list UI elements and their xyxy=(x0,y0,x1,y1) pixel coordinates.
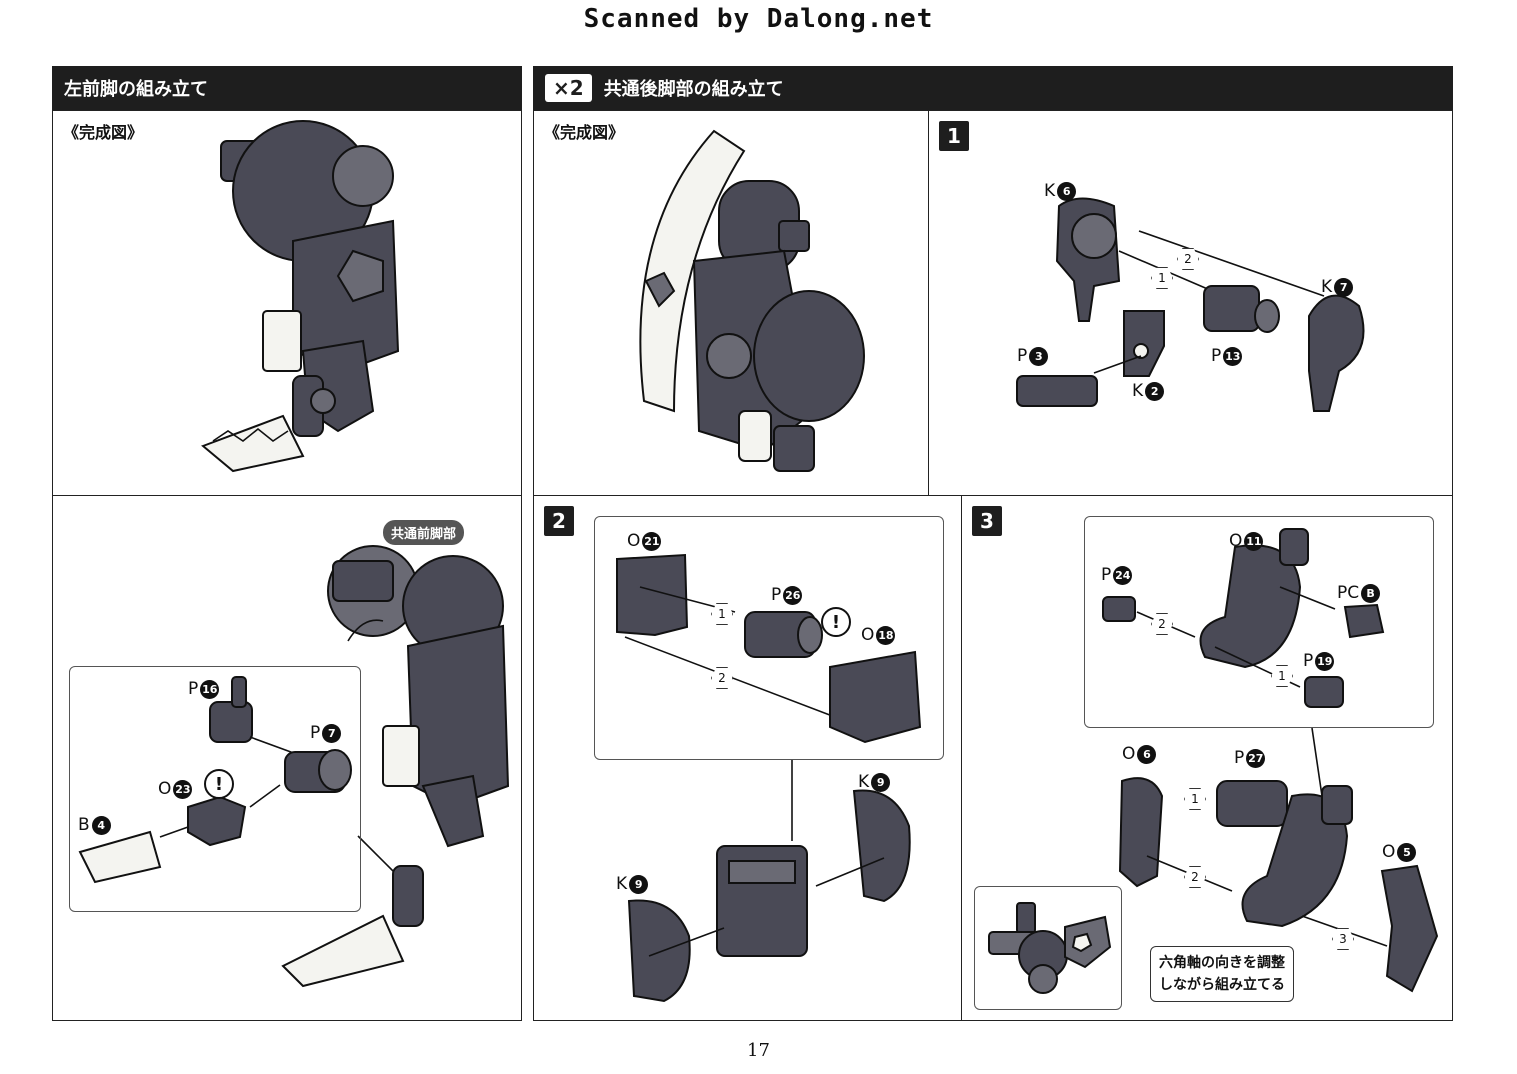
step1-illustration xyxy=(1016,197,1365,412)
step2-number: 2 xyxy=(544,506,574,536)
step3-inset-arrow-order-2: 2 xyxy=(1151,613,1173,635)
right-complete-label: 《完成図》 xyxy=(544,123,625,142)
step2-main-illustration xyxy=(627,760,911,1003)
left-section-title: 左前脚の組み立て xyxy=(64,79,208,100)
step3-inset-arrow-order-1: 1 xyxy=(1271,665,1293,687)
warning-icon: ! xyxy=(821,607,851,637)
times-two-badge: ×2 xyxy=(545,74,592,102)
left-exploded-parts-illustration xyxy=(78,676,352,884)
hex-axis-detail-illustration xyxy=(988,902,1112,994)
page-number: 17 xyxy=(747,1040,770,1061)
step3-arrow-order-1: 1 xyxy=(1184,788,1206,810)
step1-number: 1 xyxy=(939,121,969,151)
step2-inset-illustration xyxy=(616,553,922,744)
common-front-leg-tag: 共通前脚部 xyxy=(383,520,465,545)
right-complete-panel: 《完成図》 xyxy=(533,110,929,496)
step3-arrow-order-3: 3 xyxy=(1332,928,1354,950)
step3-inset-illustration xyxy=(1102,528,1385,708)
left-complete-label: 《完成図》 xyxy=(63,123,144,142)
step3-arrow-order-2: 2 xyxy=(1184,866,1206,888)
hex-axis-note: 六角軸の向きを調整 しながら組み立てる xyxy=(1150,946,1294,1002)
watermark-text: Scanned by Dalong.net xyxy=(583,4,934,34)
step2-arrow-order-2: 2 xyxy=(711,667,733,689)
hex-axis-note-line2: しながら組み立てる xyxy=(1159,977,1285,993)
step3-detail-inset xyxy=(974,886,1122,1010)
step1-arrow-order-2: 2 xyxy=(1177,248,1199,270)
right-section-header: ×2 共通後脚部の組み立て xyxy=(533,66,1453,110)
step1-arrow-order-1: 1 xyxy=(1151,267,1173,289)
step3-main-illustration xyxy=(1118,727,1439,993)
warning-icon: ! xyxy=(204,769,234,799)
left-leg-assembly-illustration xyxy=(281,545,510,988)
right-section-title: 共通後脚部の組み立て xyxy=(603,79,784,100)
left-section-header: 左前脚の組み立て xyxy=(52,66,522,110)
left-leg-complete-illustration xyxy=(201,120,400,473)
rear-leg-complete-illustration xyxy=(639,129,865,472)
left-complete-panel: 《完成図》 xyxy=(52,110,522,496)
step2-arrow-order-1: 1 xyxy=(711,603,733,625)
step3-number: 3 xyxy=(972,506,1002,536)
hex-axis-note-line1: 六角軸の向きを調整 xyxy=(1159,955,1285,971)
